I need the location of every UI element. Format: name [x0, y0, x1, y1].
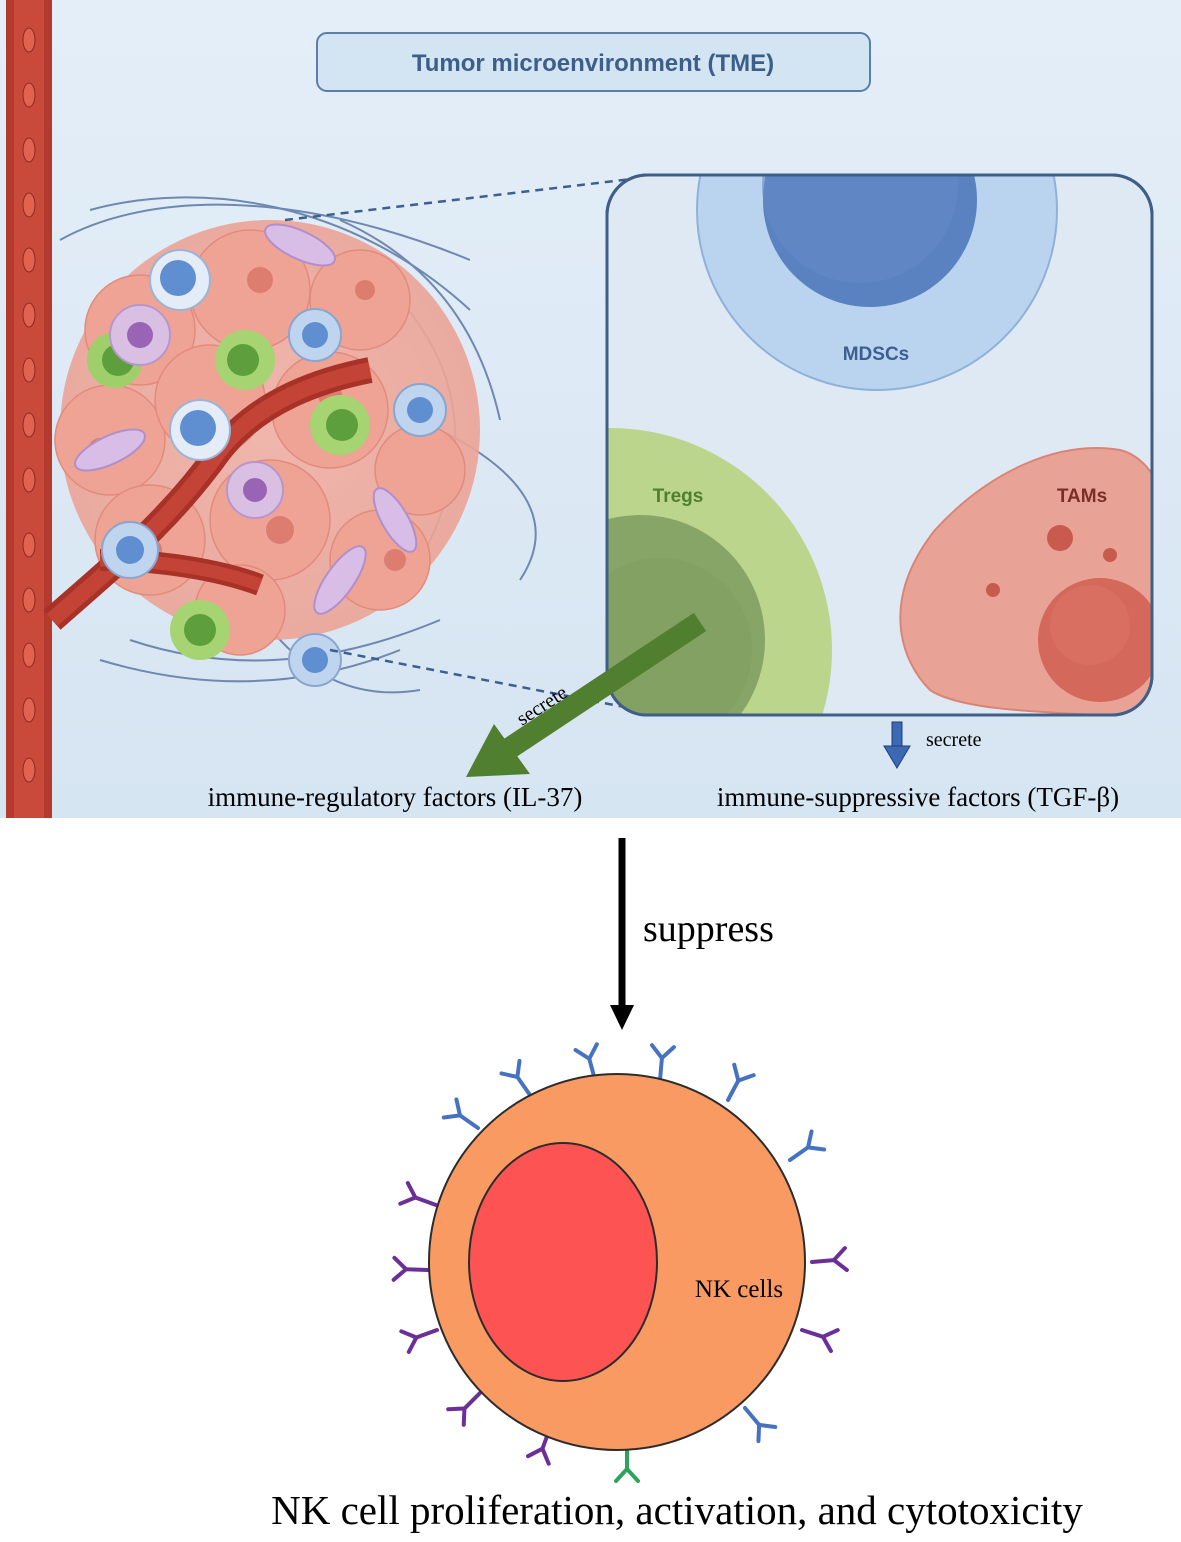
suppress-label: suppress: [643, 908, 774, 950]
tme-inset: MDSCs Tregs TAMs: [605, 173, 1154, 717]
tgf-secrete-arrow: [883, 721, 911, 769]
tams-label: TAMs: [1057, 486, 1107, 507]
nk-receptors-purple: [391, 1181, 849, 1466]
secrete-right-label: secrete: [926, 729, 982, 751]
nk-cell: NK cells: [391, 1042, 849, 1483]
suppress-arrow: [610, 838, 634, 1030]
tumor-mass: [43, 220, 480, 687]
tme-panel: Tumor microenvironment (TME): [0, 0, 1181, 818]
nk-caption: NK cell proliferation, activation, and c…: [271, 1487, 1083, 1533]
mdsc-cell: [696, 175, 1058, 391]
nk-nucleus: [468, 1142, 658, 1382]
suppressive-factors-label: immune-suppressive factors (TGF-β): [717, 782, 1119, 812]
mdscs-label: MDSCs: [843, 344, 910, 365]
nk-receptor-green: [614, 1445, 640, 1483]
nk-receptors-blue: [441, 1042, 827, 1444]
regulatory-factors-label: immune-regulatory factors (IL-37): [208, 782, 583, 812]
nk-cells-label: NK cells: [695, 1276, 783, 1303]
tumor-immune-cells: [74, 223, 447, 687]
tme-title-box: Tumor microenvironment (TME): [316, 32, 871, 92]
tam-cell: [899, 447, 1152, 715]
blood-vessel: [6, 0, 52, 818]
treg-secrete-arrow: [466, 612, 707, 777]
tregs-label: Tregs: [653, 486, 704, 507]
tme-title: Tumor microenvironment (TME): [412, 50, 774, 77]
